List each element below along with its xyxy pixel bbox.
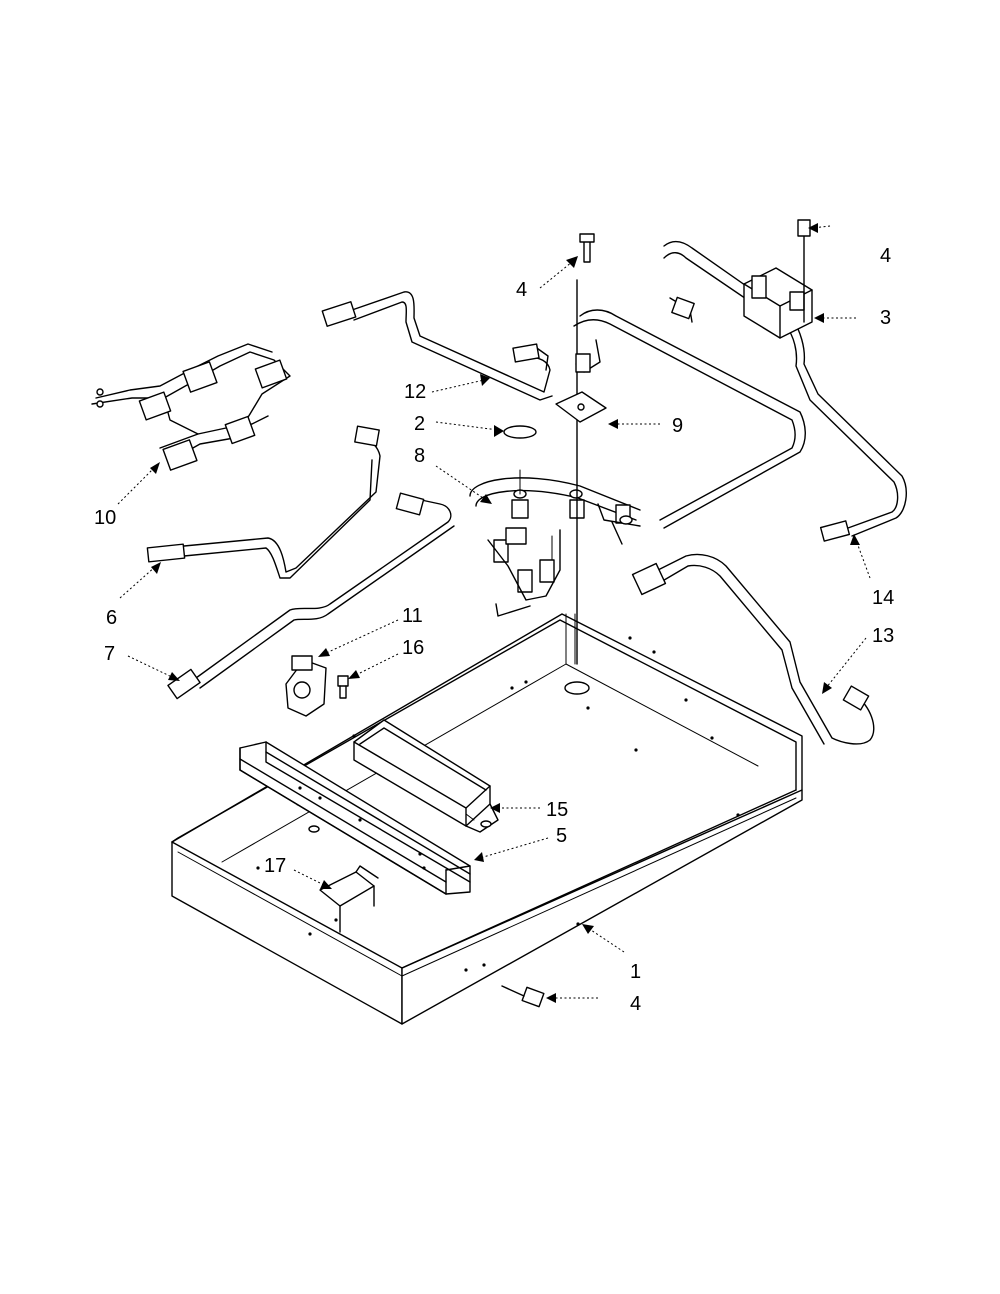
- tube-9: [555, 309, 806, 529]
- callout-14: 14: [872, 587, 894, 609]
- callout-4-top-right: 4: [880, 245, 891, 267]
- callout-17: 17: [264, 855, 286, 877]
- callout-16: 16: [402, 637, 424, 659]
- tube-13: [631, 553, 875, 745]
- base-pan: [171, 613, 803, 1025]
- tube-14: [663, 240, 907, 542]
- leader-lines: [117, 223, 871, 1003]
- callout-4-top: 4: [516, 279, 527, 301]
- callout-13: 13: [872, 625, 894, 647]
- callout-9: 9: [672, 415, 683, 437]
- screw-16: [337, 675, 349, 699]
- callout-5: 5: [556, 825, 567, 847]
- callout-15: 15: [546, 799, 568, 821]
- callout-1: 1: [630, 961, 641, 983]
- callout-7: 7: [104, 643, 115, 665]
- callout-3: 3: [880, 307, 891, 329]
- callout-11: 11: [402, 605, 423, 627]
- gas-valve: [743, 219, 813, 339]
- callout-4-bottom: 4: [630, 993, 641, 1015]
- callout-2: 2: [414, 413, 425, 435]
- regulator: [285, 655, 327, 717]
- screw-bottom: [501, 985, 545, 1008]
- callout-10: 10: [94, 507, 116, 529]
- support-bracket: [353, 719, 499, 833]
- callout-6: 6: [106, 607, 117, 629]
- wire-harness: [91, 343, 291, 471]
- callout-8: 8: [414, 445, 425, 467]
- tube-7: [167, 492, 455, 700]
- tube-12: [321, 291, 553, 401]
- tube-6: [146, 425, 381, 579]
- burner-bracket: [239, 741, 471, 895]
- valve-manifold: [469, 469, 641, 617]
- callout-12: 12: [404, 381, 426, 403]
- washer: [503, 425, 537, 439]
- screw-top: [579, 233, 595, 263]
- small-bracket: [319, 865, 379, 933]
